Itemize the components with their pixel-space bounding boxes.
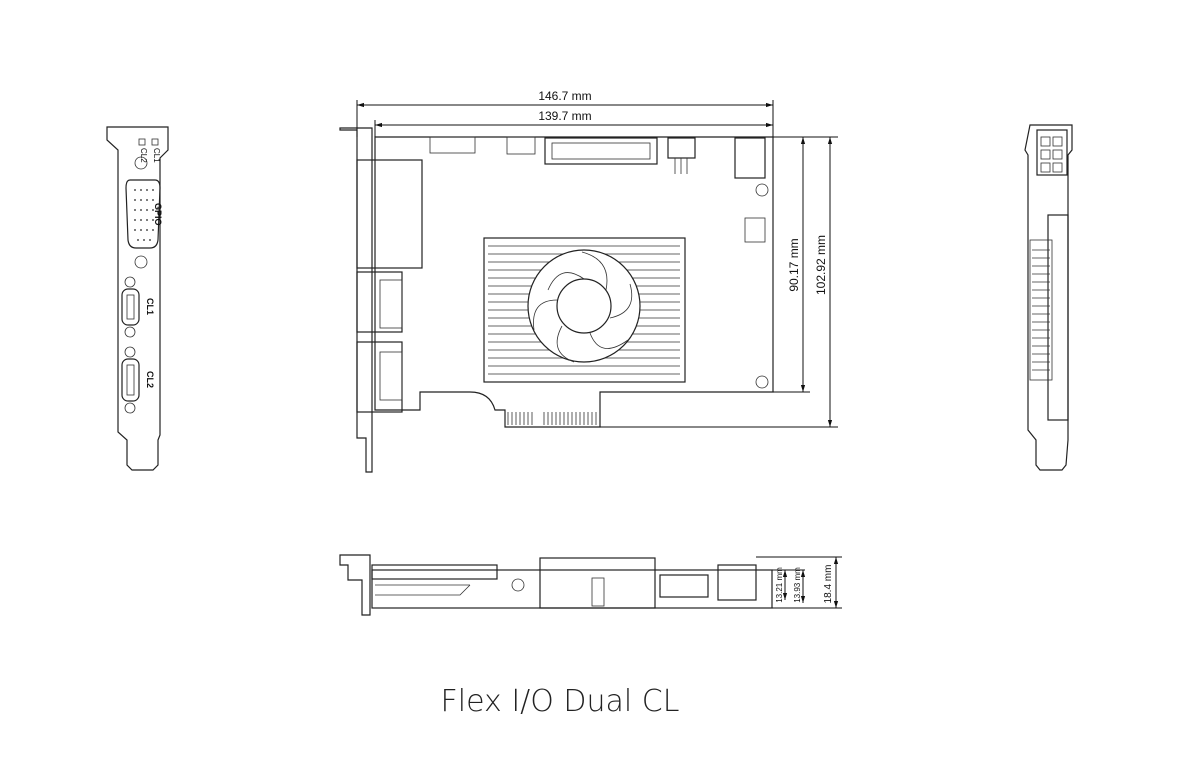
dim-board-length: 139.7 mm — [538, 109, 591, 123]
board-edge-view: 13.21 mm 13.93 mm 18.4 mm — [339, 554, 842, 616]
dim-thickness-total: 18.4 mm — [823, 565, 834, 604]
dim-thickness-1: 13.21 mm — [775, 567, 784, 603]
product-title: Flex I/O Dual CL — [440, 684, 680, 719]
dim-board-height: 90.17 mm — [787, 238, 801, 291]
gpio-connector — [125, 179, 161, 249]
heatsink — [483, 237, 686, 383]
ide-connector — [544, 137, 658, 165]
gpio-label: GPIO — [153, 203, 163, 226]
board-top-view: 146.7 mm 139.7 mm 90.17 mm 102.92 mm — [339, 89, 838, 473]
rear-side-view — [1024, 124, 1073, 471]
cl1-connector — [121, 288, 140, 326]
dim-overall-length: 146.7 mm — [538, 89, 591, 103]
front-bracket-view: CL2 CL1 GPIO CL1 CL2 — [106, 126, 169, 471]
cl2-label: CL2 — [145, 371, 155, 388]
cl2-connector — [121, 358, 140, 402]
cl1-label: CL1 — [145, 298, 155, 315]
led-icon — [151, 138, 159, 146]
dim-thickness-2: 13.93 mm — [793, 567, 802, 603]
gpio-side — [356, 159, 423, 269]
power-connector — [734, 137, 766, 179]
power-connector — [1036, 129, 1068, 176]
pcb-outline — [374, 136, 774, 428]
pcie-gold-fingers — [507, 412, 597, 425]
bracket-side — [339, 127, 373, 473]
led-icon — [138, 138, 146, 146]
led-label-cl2: CL2 — [139, 148, 148, 163]
dim-overall-height: 102.92 mm — [814, 235, 828, 295]
led-label-cl1: CL1 — [152, 148, 161, 163]
